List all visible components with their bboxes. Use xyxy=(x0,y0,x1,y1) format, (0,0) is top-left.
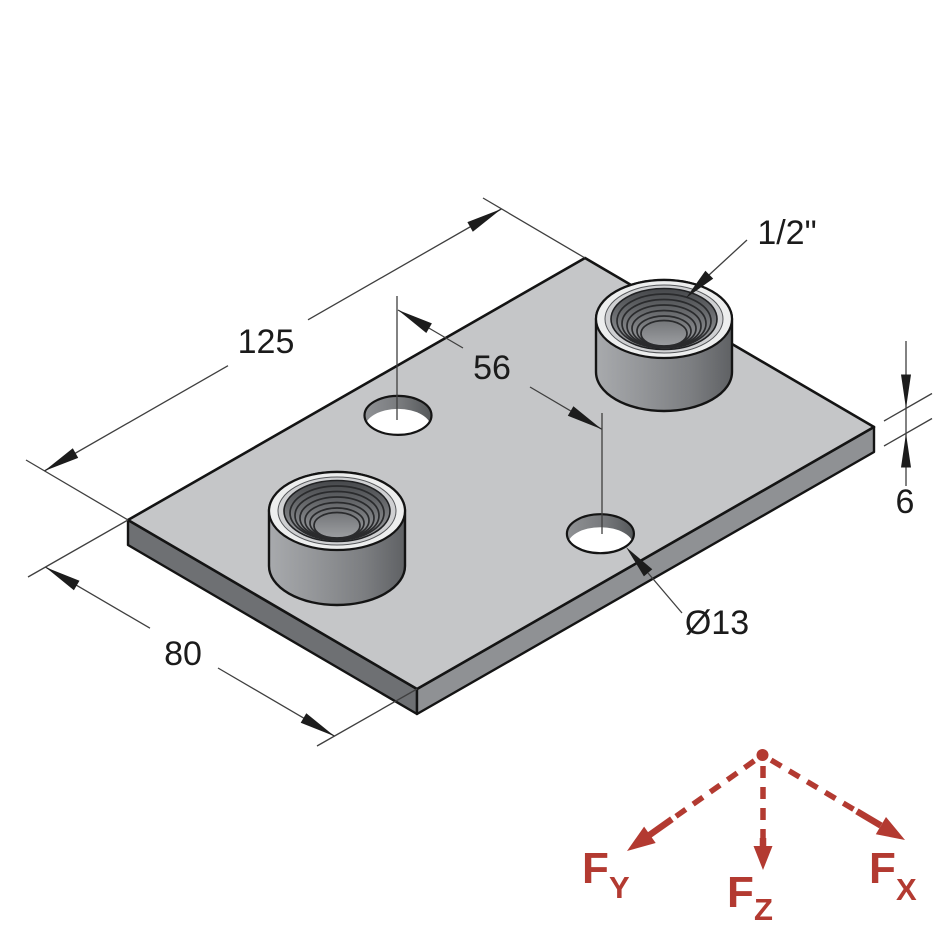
label-hole-diameter: Ø13 xyxy=(626,547,749,642)
dimension-length: 125 xyxy=(25,197,586,521)
leader-line xyxy=(647,572,683,614)
leader-arrow xyxy=(686,270,714,298)
extension-line xyxy=(883,392,933,422)
force-fx-arrow xyxy=(769,757,905,840)
extension-line xyxy=(27,519,129,578)
leader-line xyxy=(708,239,748,276)
force-fx-label: F X xyxy=(869,844,917,907)
dimension-arrow xyxy=(901,433,911,468)
dimension-arrow xyxy=(901,374,911,409)
dimension-text-length: 125 xyxy=(238,323,295,361)
extension-line xyxy=(316,688,418,747)
dimension-arrow xyxy=(44,448,79,471)
extension-line xyxy=(482,197,586,259)
force-origin-dot xyxy=(756,749,769,761)
svg-text:Z: Z xyxy=(754,892,773,927)
hole-diameter-text: Ø13 xyxy=(685,604,749,642)
thread-size-text: 1/2" xyxy=(757,214,816,252)
svg-text:X: X xyxy=(896,872,917,907)
dimension-text-hole-spacing: 56 xyxy=(473,349,511,387)
svg-text:Y: Y xyxy=(609,870,630,905)
extension-line xyxy=(25,459,129,521)
leader-arrow xyxy=(626,547,653,577)
force-axes: F Y F Z F X xyxy=(582,749,917,927)
label-thread-size: 1/2" xyxy=(686,214,817,298)
force-fy-arrow xyxy=(627,758,756,851)
svg-text:F: F xyxy=(582,844,609,893)
threaded-boss-1 xyxy=(594,278,734,413)
dimension-hole-spacing: 56 xyxy=(396,296,603,534)
dimension-text-width: 80 xyxy=(164,635,202,673)
dimension-line xyxy=(307,208,502,321)
dimension-arrow xyxy=(467,209,502,232)
dimension-arrow xyxy=(45,567,80,591)
force-fz-arrow xyxy=(753,766,773,870)
through-hole-1 xyxy=(363,394,433,436)
through-hole-2 xyxy=(565,513,636,555)
dimension-arrow xyxy=(300,713,335,737)
dimension-width: 80 xyxy=(27,519,418,747)
dimension-arrow xyxy=(567,406,602,430)
svg-text:F: F xyxy=(869,844,896,893)
force-fz-label: F Z xyxy=(727,868,773,927)
extension-line xyxy=(883,417,933,447)
dimension-thickness: 6 xyxy=(883,341,933,521)
threaded-boss-2 xyxy=(267,470,407,607)
svg-text:F: F xyxy=(727,868,754,917)
dimension-text-thickness: 6 xyxy=(896,483,915,521)
dimension-arrow xyxy=(398,310,432,333)
force-fy-label: F Y xyxy=(582,844,630,905)
